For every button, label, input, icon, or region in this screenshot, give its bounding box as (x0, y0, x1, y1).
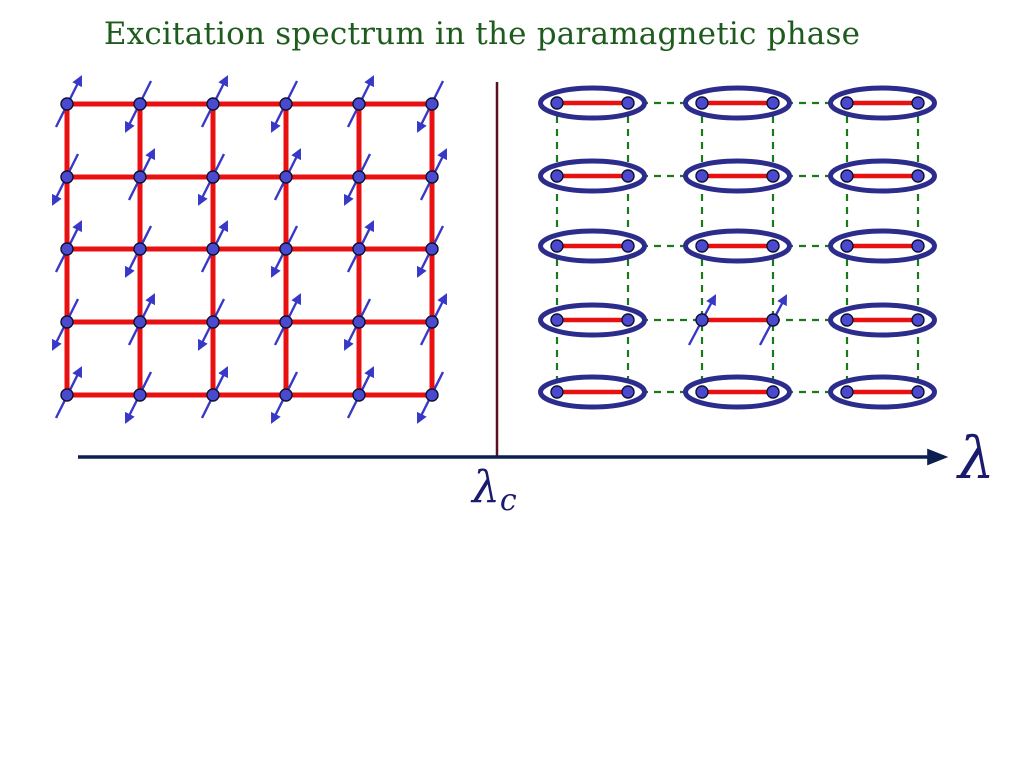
dimer-site (621, 169, 635, 183)
lattice-site (279, 170, 293, 184)
lattice-site (279, 388, 293, 402)
lattice-site (279, 315, 293, 329)
lattice-site (206, 388, 220, 402)
lattice-site (60, 315, 74, 329)
lambda-axis-label: λ (956, 424, 995, 492)
dimer-site (766, 313, 780, 327)
dimer-site (550, 239, 564, 253)
lattice-site (133, 97, 147, 111)
dimer-site (621, 96, 635, 110)
lattice-site (352, 388, 366, 402)
dimer-site (550, 169, 564, 183)
lattice-site (352, 315, 366, 329)
lattice-site (133, 170, 147, 184)
dimer-site (695, 239, 709, 253)
dimer-site (911, 169, 925, 183)
dimer-lattice (538, 85, 937, 410)
dimer-site (621, 385, 635, 399)
lattice-site (60, 97, 74, 111)
lattice-site (279, 97, 293, 111)
dimer-site (695, 385, 709, 399)
antiferromagnet-lattice (51, 75, 448, 424)
dimer-site (766, 239, 780, 253)
dimer-site (766, 96, 780, 110)
critical-lambda-symbol: λ (470, 462, 500, 513)
lattice-site (206, 97, 220, 111)
lattice-site (425, 315, 439, 329)
critical-lambda-subscript: c (500, 483, 517, 518)
dimer-site (766, 385, 780, 399)
lattice-site (60, 242, 74, 256)
lattice-site (352, 170, 366, 184)
lattice-site (352, 242, 366, 256)
dimer-site (550, 96, 564, 110)
lattice-site (60, 388, 74, 402)
dimer-site (695, 169, 709, 183)
lattice-site (60, 170, 74, 184)
lattice-site (133, 315, 147, 329)
dimer-site (766, 169, 780, 183)
lattice-site (425, 242, 439, 256)
dimer-site (840, 385, 854, 399)
dimer-site (911, 96, 925, 110)
dimer-site (695, 96, 709, 110)
dimer-site (840, 313, 854, 327)
dimer-site (911, 385, 925, 399)
lattice-site (133, 388, 147, 402)
dimer-site (840, 96, 854, 110)
critical-lambda-label: λc (470, 462, 517, 518)
dimer-site (621, 239, 635, 253)
lattice-site (425, 170, 439, 184)
lattice-site (425, 97, 439, 111)
dimer-site (840, 239, 854, 253)
dimer-site (911, 313, 925, 327)
dimer-site (911, 239, 925, 253)
dimer-site (840, 169, 854, 183)
lattice-site (133, 242, 147, 256)
dimer-site (550, 313, 564, 327)
dimer-site (550, 385, 564, 399)
lattice-site (352, 97, 366, 111)
lattice-site (206, 170, 220, 184)
lattice-site (206, 242, 220, 256)
lattice-site (279, 242, 293, 256)
lattice-site (206, 315, 220, 329)
lattice-site (425, 388, 439, 402)
dimer-site (695, 313, 709, 327)
slide-title: Excitation spectrum in the paramagnetic … (103, 16, 861, 52)
dimer-site (621, 313, 635, 327)
